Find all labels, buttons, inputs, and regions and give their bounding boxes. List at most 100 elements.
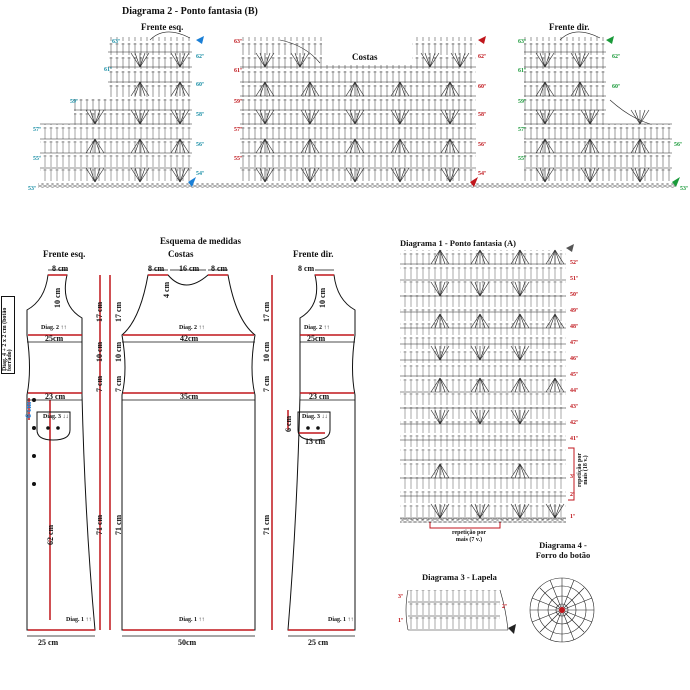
schema-costas: Costas [168, 249, 194, 259]
dim-23cm: 23 cm [309, 392, 330, 401]
d2-row-label: 63ª [112, 39, 120, 45]
d1-row: 51ª [570, 276, 578, 282]
dim-8cm: 8 cm [211, 264, 228, 273]
dim-13cm: 13 cm [305, 437, 326, 446]
diag2-label: Diag. 2 ↑↑ [179, 325, 205, 331]
diagram3-title: Diagrama 3 - Lapela [422, 572, 497, 582]
d2-row-label: 54ª [196, 171, 204, 177]
dim-10cm: 10 cm [318, 287, 327, 308]
d2-row-label: 63ª [518, 39, 526, 45]
schema-red-lines [28, 274, 354, 631]
dim-4cm: 4 cm [162, 281, 171, 298]
d2-row-label: 61ª [234, 68, 242, 74]
d3-row: 3ª [398, 594, 403, 600]
d2-row-label: 61ª [104, 67, 112, 73]
dim-10cm: 10 cm [53, 287, 62, 308]
dim-42cm: 42cm [180, 334, 199, 343]
dim-25cm-bottom: 25 cm [38, 638, 59, 647]
d2-row-label: 62ª [478, 54, 486, 60]
d2-row-label: 63ª [234, 39, 242, 45]
dim-17cm: 17 cm [95, 301, 104, 322]
d1-row: 3ª [570, 474, 575, 480]
d1-row: 42ª [570, 420, 578, 426]
d1-row: 50ª [570, 292, 578, 298]
d2-row-label: 58ª [196, 112, 204, 118]
dim-25cm: 25cm [45, 334, 64, 343]
d2-row-label: 62ª [612, 54, 620, 60]
d1-rep-bottom: repetição por mais (7 v.) [451, 530, 487, 543]
schema-outlines [26, 274, 356, 631]
d2-row-label: 59ª [518, 99, 526, 105]
schema-frente-esq: Frente esq. [43, 249, 86, 259]
diag3-label: Diag. 3 ↓↓ [43, 414, 69, 420]
d2-row-label: 57ª [518, 127, 526, 133]
dim-16cm: 16 cm [179, 264, 200, 273]
dim-17cm: 17 cm [114, 301, 123, 322]
dim-7cm: 7 cm [262, 375, 271, 392]
diagram2-frente-dir: Frente dir. [549, 22, 590, 32]
d1-row: 41ª [570, 436, 578, 442]
dim-6cm: 6 cm [284, 415, 293, 432]
dim-10cm: 10 cm [95, 341, 104, 362]
d2-row-label: 60ª [612, 84, 620, 90]
dim-35cm: 35cm [180, 392, 199, 401]
d2-row-label: 56ª [478, 142, 486, 148]
d3-row: 1ª [398, 618, 403, 624]
dim-71cm: 71 cm [114, 514, 123, 535]
dim-8cm: 8 cm [52, 264, 69, 273]
d1-row: 2ª [570, 492, 575, 498]
d2-row-label: 60ª [478, 84, 486, 90]
d2-row-label: 54ª [478, 171, 486, 177]
d1-row: 52ª [570, 260, 578, 266]
d2-row-label: 57ª [234, 127, 242, 133]
diagram2-frente-esq: Frente esq. [141, 22, 184, 32]
diagram2-chart [38, 31, 680, 188]
dim-8cm: 8 cm [148, 264, 165, 273]
diag2-label: Diag. 2 ↑↑ [41, 325, 67, 331]
diag1-label: Diag. 1 ↑↑ [179, 617, 205, 623]
side-note-text: Diag. 4 + 2 x 2 cm (botão forrado) [2, 307, 13, 371]
dim-23cm: 23 cm [45, 392, 66, 401]
d2-row-label: 53ª [28, 186, 36, 192]
d2-row-label: 59ª [234, 99, 242, 105]
d2-row-label: 56ª [196, 142, 204, 148]
d2-row-label: 53ª [680, 186, 688, 192]
dim-62cm: 62 cm [46, 524, 55, 545]
dim-10cm: 10 cm [262, 341, 271, 362]
dim-10cm: 10 cm [114, 341, 123, 362]
diagram4-chart [529, 577, 595, 643]
d2-row-label: 57ª [33, 127, 41, 133]
diagram4-title: Diagrama 4 - Forro do botão [535, 540, 591, 560]
d2-row-label: 55ª [234, 156, 242, 162]
diag1-label: Diag. 1 ↑↑ [66, 617, 92, 623]
side-note-box: Diag. 4 + 2 x 2 cm (botão forrado) [1, 296, 15, 374]
diagram2-title: Diagrama 2 - Ponto fantasia (B) [122, 6, 258, 17]
d2-row-label: 60ª [196, 82, 204, 88]
schema-title: Esquema de medidas [160, 236, 242, 246]
d2-row-label: 58ª [478, 112, 486, 118]
d1-row: 46ª [570, 356, 578, 362]
dim-7cm: 7 cm [114, 375, 123, 392]
d1-row: 43ª [570, 404, 578, 410]
dim-17cm: 17 cm [262, 301, 271, 322]
d2-row-label: 55ª [33, 156, 41, 162]
d2-row-label: 55ª [518, 156, 526, 162]
dim-8cm: 8 cm [298, 264, 315, 273]
dim-71cm: 71 cm [95, 514, 104, 535]
dim-71cm: 71 cm [262, 514, 271, 535]
dim-25cm-bottom: 25 cm [308, 638, 329, 647]
d2-row-label: 56ª [674, 142, 682, 148]
d2-row-label: 61ª [518, 68, 526, 74]
d1-row: 44ª [570, 388, 578, 394]
diag1-label: Diag. 1 ↑↑ [328, 617, 354, 623]
diagram1-title: Diagrama 1 - Ponto fantasia (A) [400, 238, 516, 248]
d3-row: 2ª [502, 604, 507, 610]
d2-row-label: 59ª [70, 99, 78, 105]
diag3-label: Diag. 3 ↓↓ [302, 414, 328, 420]
dim-7cm: 7 cm [95, 375, 104, 392]
d1-row: 1ª [570, 514, 575, 520]
diagram1-chart [400, 244, 575, 529]
dim-6cm: 6 cm [24, 401, 33, 418]
schema-dims [27, 269, 355, 637]
diag2-label: Diag. 2 ↑↑ [304, 325, 330, 331]
